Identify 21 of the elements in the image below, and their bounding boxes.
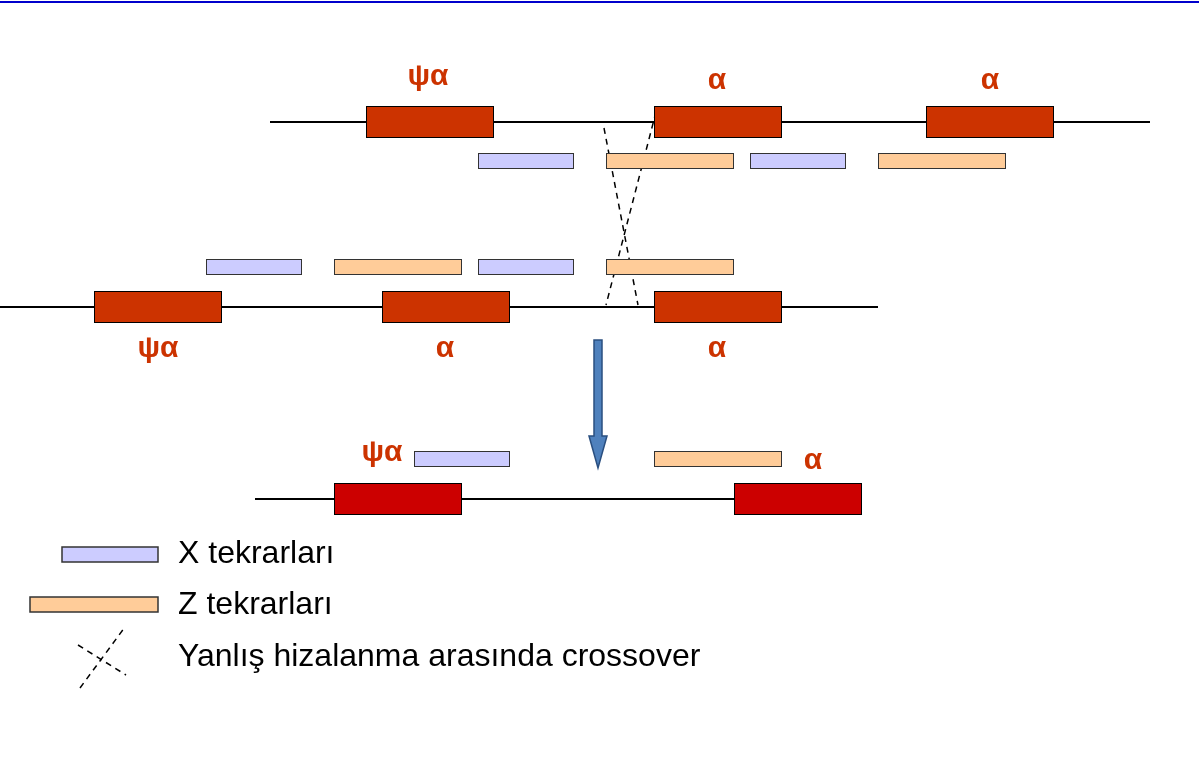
repeat-bar [606,259,734,275]
repeat-bar [654,451,782,467]
repeat-bar [478,259,574,275]
gene-label: ψα [137,330,179,364]
gene-label: α [980,62,1000,96]
repeat-bar [414,451,510,467]
gene-label: α [707,330,727,364]
legend-text: Yanlış hizalanma arasında crossover [178,636,701,674]
gene-label: α [803,442,823,476]
repeat-bar [606,153,734,169]
repeat-bar [206,259,302,275]
legend-text: Z tekrarları [178,584,333,622]
gene-label: α [707,62,727,96]
legend-text: X tekrarları [178,533,335,571]
repeat-bar [878,153,1006,169]
repeat-bar [478,153,574,169]
repeat-bar [750,153,846,169]
gene-label: ψα [407,58,449,92]
repeat-bar [334,259,462,275]
gene-label: α [435,330,455,364]
gene-label: ψα [361,434,403,468]
